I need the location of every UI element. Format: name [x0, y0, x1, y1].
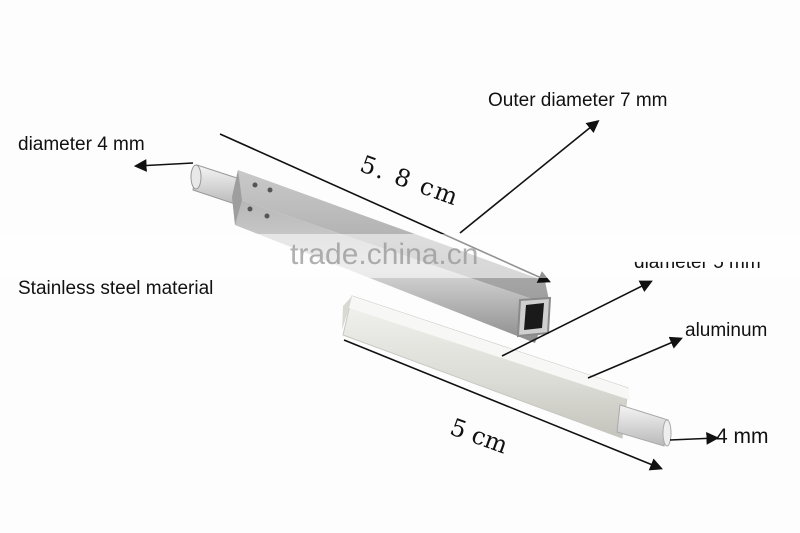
arrow-outer-diameter [459, 119, 600, 234]
length-line-aluminum [343, 339, 663, 471]
label-shaft-aluminum: 4 mm [716, 425, 769, 448]
arrow-diameter-5 [501, 280, 653, 357]
watermark-band: trade.china.cn [0, 234, 800, 278]
label-material-steel: Stainless steel material [18, 278, 214, 299]
aluminum-rod-shaft [616, 404, 672, 447]
aluminum-rod-body [342, 295, 630, 439]
arrow-diameter-4 [133, 159, 194, 172]
label-outer-diameter: Outer diameter 7 mm [488, 90, 668, 111]
arrow-aluminum [587, 336, 683, 379]
label-material-aluminum: aluminum [685, 320, 768, 341]
arrow-4mm [669, 432, 720, 445]
aluminum-rod [342, 295, 672, 447]
watermark-text: trade.china.cn [290, 238, 479, 271]
label-diameter-aluminum: diameter 5 mm [634, 252, 761, 273]
label-inner-diameter: diameter 4 mm [18, 134, 145, 155]
